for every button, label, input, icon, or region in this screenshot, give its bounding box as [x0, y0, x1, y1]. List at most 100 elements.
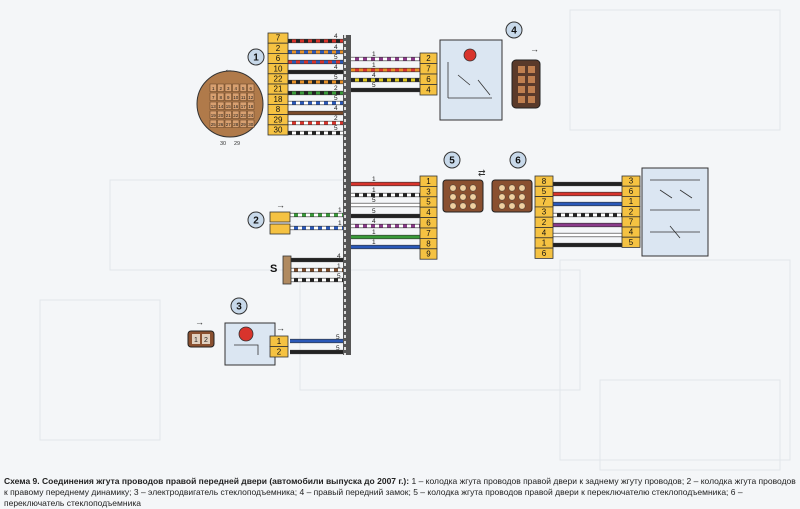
connector-1-pin-label-18: 18	[274, 95, 283, 104]
face-pin-label-1: 1	[212, 86, 215, 91]
gauge-c5-6: 1	[372, 239, 376, 246]
face-pin-10	[232, 92, 240, 101]
face-pin-8	[217, 92, 225, 101]
lock-plug-pin-b1	[528, 76, 535, 83]
face-pin-22	[232, 110, 240, 119]
lock-plug-pin-a2	[518, 86, 525, 93]
gauge-speaker-1: 1	[337, 263, 341, 270]
lock-plug-pin-a3	[518, 96, 525, 103]
connector-1-pin-label-2: 2	[276, 44, 281, 53]
gauge-c1-8: 2	[334, 115, 338, 122]
c6-face-hole-10	[498, 193, 506, 201]
motor-plug-pin-label-1: 1	[194, 337, 198, 344]
c5-face-hole-20	[449, 202, 457, 210]
connector-3-pin-label-2: 2	[277, 348, 282, 357]
gauge-c4-3: 5	[372, 82, 376, 89]
lock-plug-pin-a1	[518, 76, 525, 83]
face-pin-label-12: 12	[248, 95, 254, 100]
gauge-c1-6: 5	[334, 95, 338, 102]
motor-plug-pin-2	[202, 334, 210, 344]
connector-4-pin-label-7: 7	[426, 65, 431, 74]
window-motor-wiring	[234, 344, 259, 355]
face-pin-label-9: 9	[227, 95, 230, 100]
window-switch-body	[641, 167, 709, 257]
c6-face-hole-00	[498, 184, 506, 192]
connector-4-pin-label-2: 2	[426, 54, 431, 63]
face-pin-label-4: 4	[234, 86, 237, 91]
gauge-c5-0: 1	[372, 176, 376, 183]
connector-6-right-pin-label-7: 7	[629, 218, 634, 227]
connector-1-face-arrow: ←	[224, 64, 233, 74]
c5-face-hole-11	[459, 193, 467, 201]
connector-6-right-pin-label-4: 4	[629, 228, 634, 237]
c6-face-hole-01	[508, 184, 516, 192]
connector-6-right-pin-label-1: 1	[629, 197, 634, 206]
lock-motor-icon	[463, 48, 477, 62]
connector-1-pin-label-21: 21	[274, 85, 283, 94]
faint-panel-1	[299, 269, 581, 391]
badge-c5-number: 5	[449, 156, 455, 167]
connector-2-pin-a	[269, 211, 291, 223]
connector-1-pin-label-29: 29	[274, 115, 283, 124]
harness-trunk	[343, 35, 351, 355]
lock-switch-icon	[447, 62, 492, 99]
motor-plug	[187, 330, 215, 348]
c5-face-hole-21	[459, 202, 467, 210]
face-pin-label-3: 3	[227, 86, 230, 91]
connector-6-right-pin-label-5: 5	[629, 238, 634, 247]
gauge-c3-0: 5	[336, 334, 340, 341]
connector-5-pin-label-5: 5	[426, 198, 431, 207]
c6-face-hole-11	[508, 193, 516, 201]
face-pin-label-28: 28	[233, 122, 239, 127]
faint-panel-0	[109, 179, 351, 271]
face-pin-3	[224, 83, 232, 92]
lock-plug-pin-a0	[518, 66, 525, 73]
face-pin-16	[232, 101, 240, 110]
face-pin-label-19: 19	[211, 113, 217, 118]
gauge-c2-0: 1	[338, 207, 342, 214]
face-pin-7	[209, 92, 217, 101]
gauge-speaker-0: 4	[337, 253, 341, 260]
connector-6-left-pin-label-7: 7	[542, 197, 547, 206]
badge-c1-circle	[247, 48, 265, 66]
face-pin-20	[217, 110, 225, 119]
c5-face-hole-01	[459, 184, 467, 192]
c5-face-hole-02	[469, 184, 477, 192]
connector-3-pin-2	[269, 346, 289, 358]
connector-6-right-pin-label-3: 3	[629, 177, 634, 186]
gauge-c4-1: 1	[372, 62, 376, 69]
face-pin-label-6: 6	[249, 86, 252, 91]
connector-3-pin-label-1: 1	[277, 337, 282, 346]
gauge-c1-4: 5	[334, 74, 338, 81]
gauge-c5-3: 5	[372, 208, 376, 215]
gauge-c1-7: 4	[334, 105, 338, 112]
face-pin-6	[247, 83, 255, 92]
c5-face-hole-10	[449, 193, 457, 201]
face-pin-12	[247, 92, 255, 101]
face-pin-label-25: 25	[211, 122, 217, 127]
faint-panel-2	[559, 259, 791, 461]
connector-5-pin-label-3: 3	[426, 187, 431, 196]
face-pin-27	[224, 119, 232, 128]
badge-c5-circle	[443, 151, 461, 169]
connector-6-right-pin-label-6: 6	[629, 187, 634, 196]
c6-face-hole-22	[518, 202, 526, 210]
connector-5-pin-label-4: 4	[426, 208, 431, 217]
gauge-c2-1: 1	[338, 220, 342, 227]
connector-6-left-pin-label-2: 2	[542, 218, 547, 227]
connector-6-left-pin-label-8: 8	[542, 177, 547, 186]
faint-panel-5	[599, 379, 781, 471]
c6-face-hole-02	[518, 184, 526, 192]
face-pin-13	[209, 101, 217, 110]
c5-face-hole-12	[469, 193, 477, 201]
connector-5-pin-9	[419, 248, 438, 260]
connector-1-pin-label-10: 10	[274, 64, 283, 73]
figure-caption: Схема 9. Соединения жгута проводов право…	[4, 476, 796, 509]
connector-6-left-pin-label-4: 4	[542, 228, 547, 237]
face-pin-23	[239, 110, 247, 119]
connector-1-pin-label-8: 8	[276, 105, 281, 114]
c6-face-hole-21	[508, 202, 516, 210]
speaker-plug	[282, 255, 292, 285]
